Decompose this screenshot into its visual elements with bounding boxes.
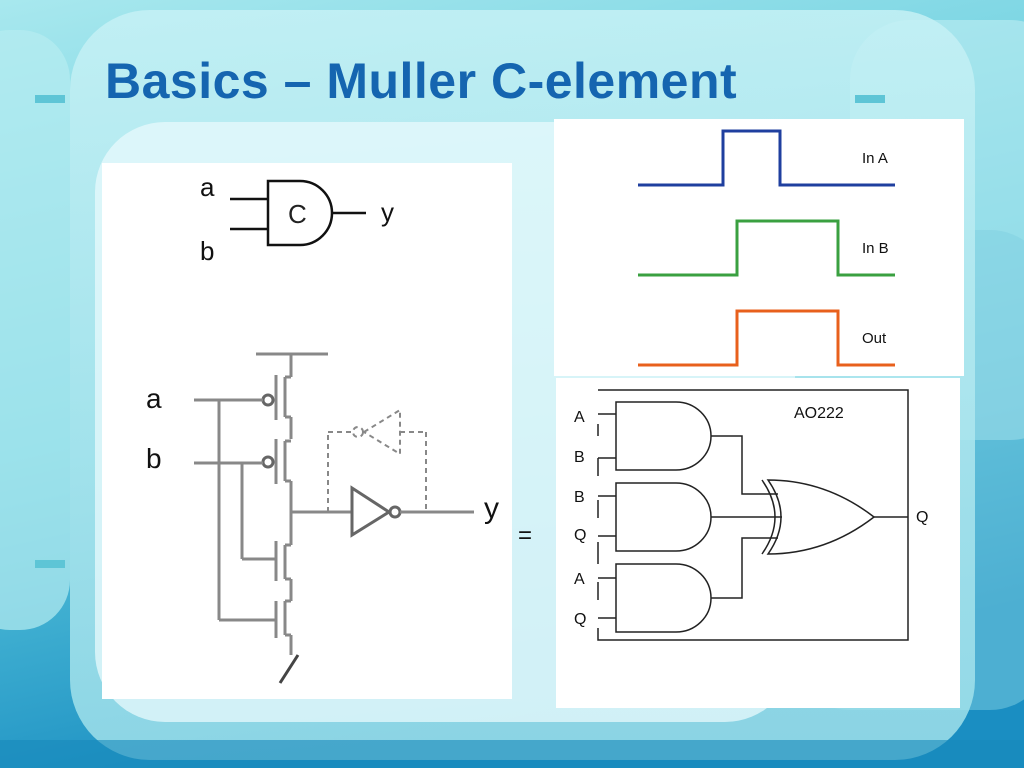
ao222-input-4: Q bbox=[574, 527, 586, 544]
waveform-in-a bbox=[638, 129, 895, 187]
waveform-label-in-b: In B bbox=[862, 240, 889, 257]
c-element-gate-symbol bbox=[230, 179, 366, 247]
waveform-label-out: Out bbox=[862, 330, 887, 347]
ao222-input-1: A bbox=[574, 409, 585, 426]
gate-c-label: C bbox=[288, 199, 307, 229]
circuit-output-y-label: y bbox=[484, 492, 499, 525]
waveform-label-in-a: In A bbox=[862, 150, 888, 167]
ao222-output: Q bbox=[916, 509, 928, 526]
or-gate bbox=[766, 479, 876, 555]
gate-input-a-label: a bbox=[200, 172, 215, 202]
circuit-input-a-label: a bbox=[146, 383, 162, 414]
c-element-circuit-panel: a b C y bbox=[102, 163, 512, 699]
and-gate-3 bbox=[615, 563, 712, 633]
equals-sign: = bbox=[518, 522, 533, 549]
circuit-input-b-label: b bbox=[146, 443, 162, 474]
and-gate-1 bbox=[615, 401, 712, 471]
keeper-inverter bbox=[327, 408, 427, 512]
gate-output-y-label: y bbox=[381, 197, 394, 227]
ao222-title: AO222 bbox=[794, 405, 844, 422]
waveform-panel: In A In B Out bbox=[554, 119, 964, 376]
waveform-in-b bbox=[638, 219, 895, 277]
transistor-schematic bbox=[194, 352, 474, 684]
and-gate-2 bbox=[615, 482, 712, 552]
ao222-input-2: B bbox=[574, 449, 585, 466]
waveform-out bbox=[638, 309, 895, 367]
gate-input-b-label: b bbox=[200, 236, 214, 266]
slide-title: Basics – Muller C-element bbox=[105, 53, 738, 109]
ao222-input-6: Q bbox=[574, 611, 586, 628]
ao222-input-5: A bbox=[574, 571, 585, 588]
ao222-input-3: B bbox=[574, 489, 585, 506]
ao222-box bbox=[597, 389, 909, 641]
ao222-panel: AO222 A B B Q A Q Q bbox=[556, 378, 960, 708]
